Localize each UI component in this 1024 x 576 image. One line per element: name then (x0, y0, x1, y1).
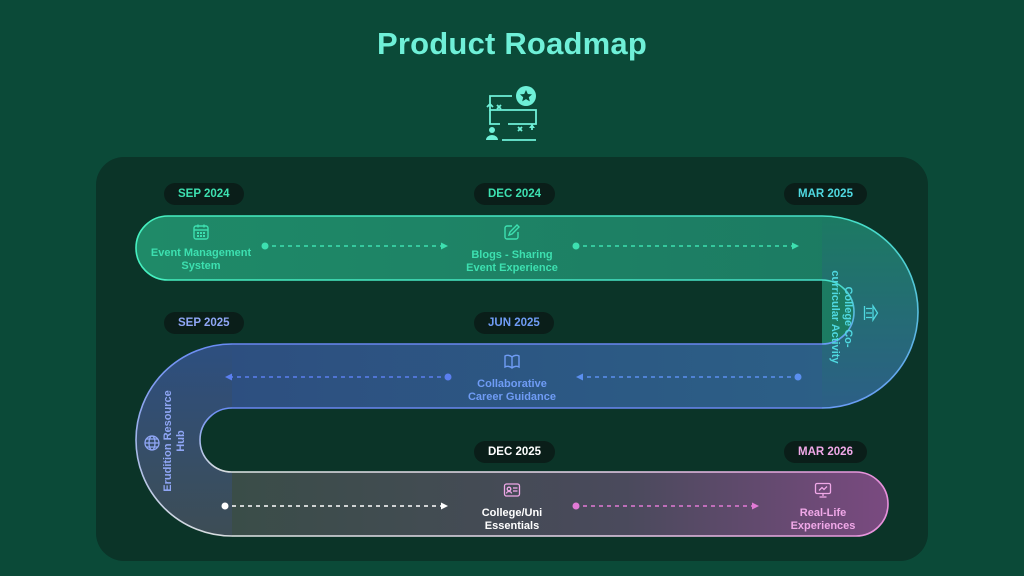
road-band-middle (232, 344, 822, 408)
date-pill-jun-2025: JUN 2025 (474, 312, 554, 334)
road-curve-right (822, 216, 918, 408)
roadmap-strategy-icon (486, 86, 537, 141)
milestone-real-life-line2: Experiences (790, 520, 856, 532)
road-curve-left (136, 344, 232, 536)
milestone-erudition-line2: Hub (175, 430, 187, 452)
milestone-career-guidance-line1: Collaborative (477, 378, 547, 390)
date-pill-sep-2024: SEP 2024 (164, 183, 244, 205)
milestone-real-life: Real-Life Experiences (763, 507, 883, 533)
date-pill-dec-2024: DEC 2024 (474, 183, 556, 205)
calendar-icon (193, 224, 209, 240)
milestone-event-management-line2: System (181, 260, 221, 272)
date-pill-mar-2025: MAR 2025 (784, 183, 867, 205)
milestone-college-essentials: College/Uni Essentials (452, 507, 572, 533)
milestone-blogs: Blogs - Sharing Event Experience (452, 249, 572, 275)
milestone-blogs-line2: Event Experience (466, 262, 558, 274)
date-pill-mar-2026: MAR 2026 (784, 441, 867, 463)
milestone-event-management-line1: Event Management (150, 247, 252, 259)
connector-dec25-mar26 (572, 502, 759, 510)
connector-sep25-dec25 (221, 502, 448, 510)
connector-dec24-mar25 (572, 242, 799, 250)
milestone-erudition: Erudition Resource Hub (162, 381, 188, 501)
milestone-blogs-line1: Blogs - Sharing (471, 249, 553, 261)
milestone-erudition-line1: Erudition Resource (162, 390, 174, 492)
building-icon (863, 304, 879, 322)
pencil-square-icon (504, 224, 520, 240)
connector-mar25-jun25 (576, 373, 802, 381)
globe-icon (144, 435, 160, 451)
milestone-career-guidance-line2: Career Guidance (467, 391, 557, 403)
road-band-bottom (232, 472, 888, 536)
milestone-college-essentials-line1: College/Uni (481, 507, 543, 519)
page-title: Product Roadmap (377, 26, 647, 61)
milestone-cocurricular-line1: College Co- (842, 286, 854, 348)
milestone-cocurricular: College Co- curricular Activity (828, 257, 854, 377)
connector-jun25-sep25 (225, 373, 452, 381)
open-book-icon (504, 354, 520, 369)
milestone-cocurricular-line2: curricular Activity (829, 270, 841, 364)
milestone-real-life-line1: Real-Life (799, 507, 847, 519)
milestone-event-management: Event Management System (141, 247, 261, 273)
milestone-college-essentials-line2: Essentials (484, 520, 540, 532)
connector-sep24-dec24 (261, 242, 448, 250)
presentation-icon (814, 482, 832, 498)
milestone-career-guidance: Collaborative Career Guidance (452, 378, 572, 404)
date-pill-dec-2025: DEC 2025 (474, 441, 556, 463)
date-pill-sep-2025: SEP 2025 (164, 312, 244, 334)
id-card-icon (503, 483, 521, 497)
